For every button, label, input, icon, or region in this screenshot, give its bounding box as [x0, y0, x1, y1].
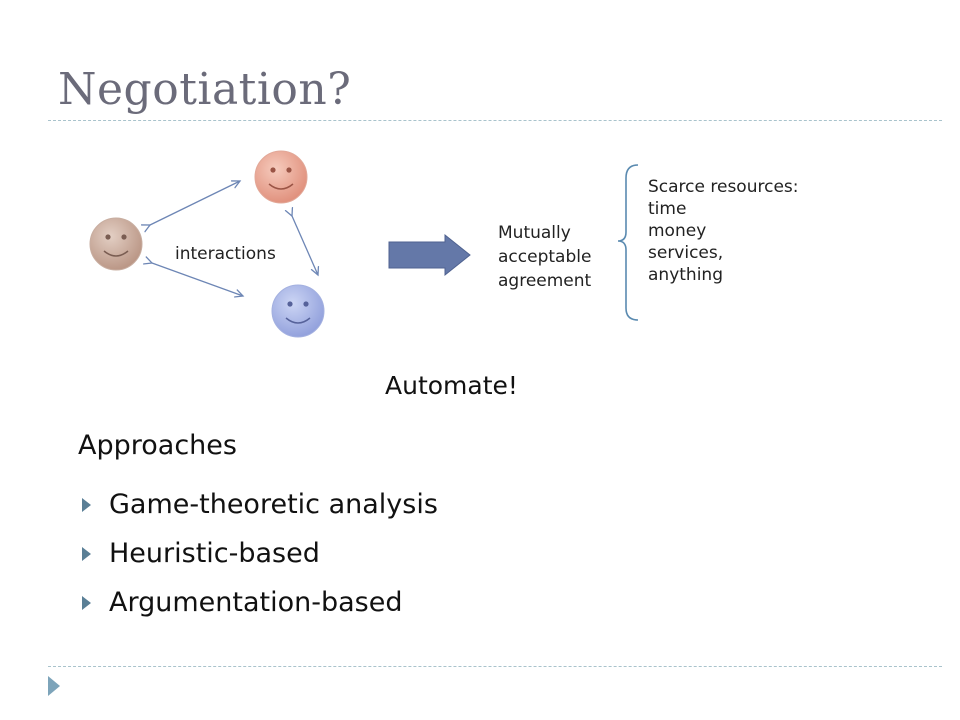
resources-list: Scarce resources: time money services, a… — [648, 176, 799, 286]
approach-label: Game-theoretic analysis — [109, 489, 438, 520]
right-arrow-icon — [388, 233, 471, 277]
approaches-list: Game-theoretic analysis Heuristic-based … — [80, 480, 438, 627]
interaction-arrow-tan-pink — [150, 181, 240, 225]
approach-label: Heuristic-based — [109, 538, 320, 569]
list-item: Game-theoretic analysis — [80, 480, 438, 529]
agreement-text: Mutually acceptable agreement — [498, 221, 591, 293]
bracket-icon — [617, 164, 639, 321]
resource-item: money — [648, 221, 707, 241]
agreement-line: Mutually — [498, 223, 571, 243]
agent-blue-smiley-icon — [271, 284, 325, 338]
interactions-label: interactions — [175, 244, 276, 264]
list-item: Argumentation-based — [80, 578, 438, 627]
triangle-bullet-icon — [82, 546, 91, 561]
agent-pink-smiley-icon — [254, 150, 308, 204]
resources-heading: Scarce resources: — [648, 177, 799, 197]
automate-label: Automate! — [385, 371, 518, 400]
slide-marker-icon — [48, 676, 60, 696]
triangle-bullet-icon — [82, 595, 91, 610]
agent-tan-smiley-icon — [89, 217, 143, 271]
interaction-arrow-tan-blue — [152, 263, 243, 296]
agreement-line: agreement — [498, 271, 592, 291]
resource-item: anything — [648, 265, 723, 285]
list-item: Heuristic-based — [80, 529, 438, 578]
triangle-bullet-icon — [82, 497, 91, 512]
resource-item: services, — [648, 243, 724, 263]
approach-label: Argumentation-based — [109, 587, 403, 618]
interaction-arrow-pink-blue — [292, 216, 318, 275]
slide-title: Negotiation? — [58, 64, 352, 115]
bottom-divider — [48, 666, 942, 667]
resource-item: time — [648, 199, 687, 219]
agreement-line: acceptable — [498, 247, 592, 267]
approaches-heading: Approaches — [78, 430, 237, 461]
top-divider — [48, 120, 942, 121]
